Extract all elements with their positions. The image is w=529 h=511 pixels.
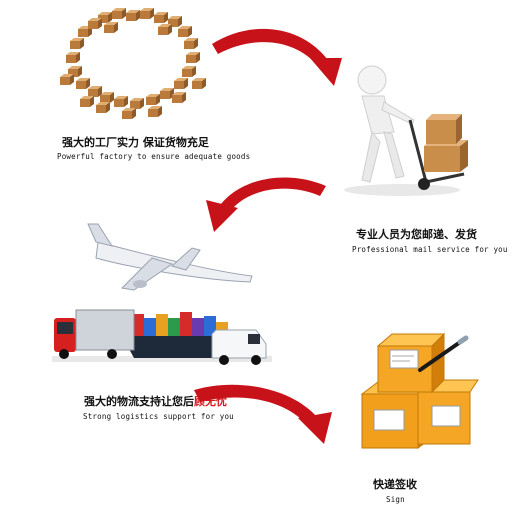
step4-title: 快递签收	[373, 478, 417, 491]
logistics-illustration	[52, 223, 272, 365]
step4-subtitle: Sign	[386, 495, 405, 504]
arrow-curve-left-middle	[206, 177, 326, 232]
step2-title: 专业人员为您邮递、发货	[356, 228, 477, 241]
arrow-curve-right-bottom	[194, 384, 332, 444]
arrow-curve-right-top	[212, 28, 342, 86]
step3-title-main: 强大的物流支持让您后	[84, 395, 194, 408]
signed-package-illustration	[360, 332, 479, 449]
box-ring-illustration	[60, 8, 206, 119]
step1-subtitle: Powerful factory to ensure adequate good…	[57, 152, 251, 161]
step2-subtitle: Professional mail service for you	[352, 245, 508, 254]
delivery-person-illustration	[344, 65, 468, 196]
step1-title: 强大的工厂实力 保证货物充足	[62, 136, 209, 149]
step3-subtitle: Strong logistics support for you	[83, 412, 234, 421]
